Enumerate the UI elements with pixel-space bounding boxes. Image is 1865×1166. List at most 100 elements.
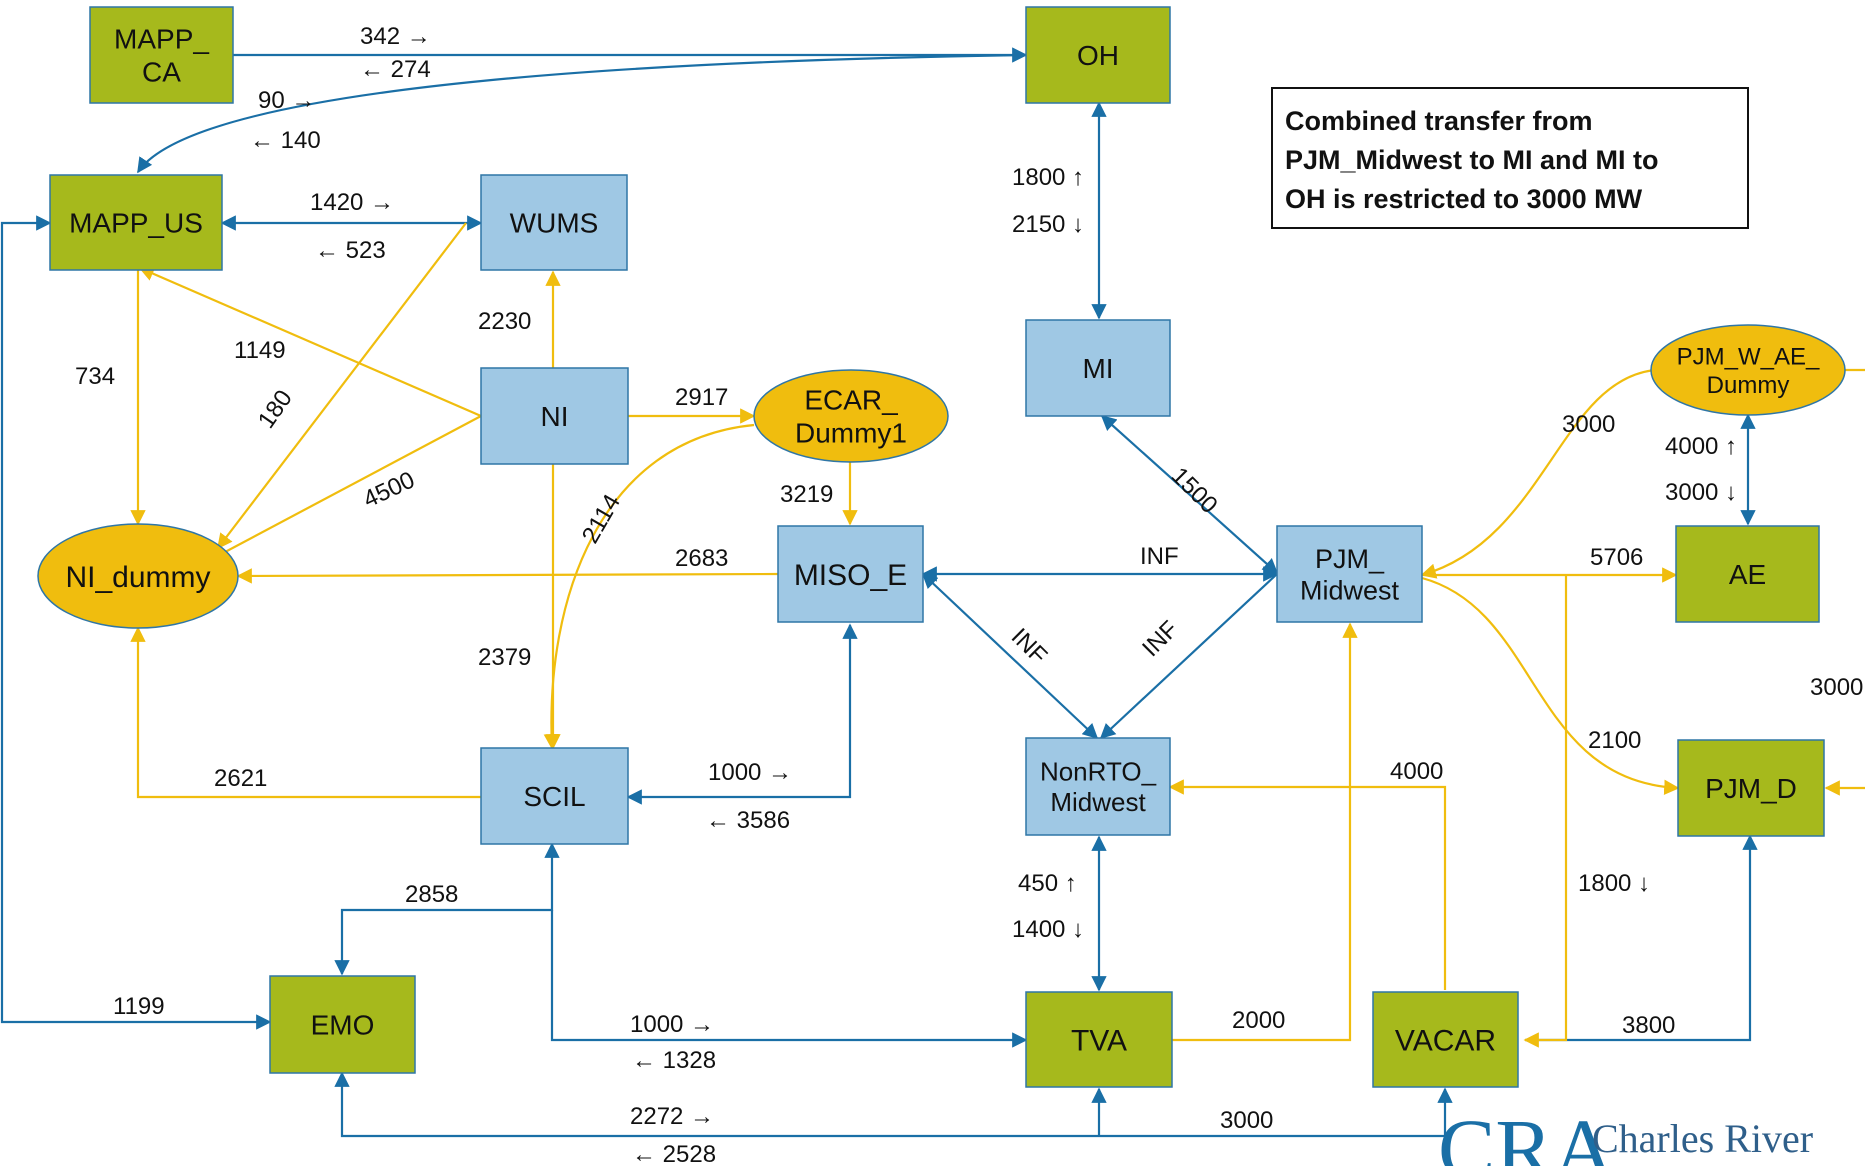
edge-miso-nidummy xyxy=(236,568,779,584)
edges-blue xyxy=(0,47,1758,1138)
edge-label-tva-vacar: 3000 xyxy=(1220,1107,1273,1134)
edge-label-nonrto-tva-up: 450 ↑ xyxy=(1018,870,1077,897)
edge-label-oh-mappus-rev: ← 140 xyxy=(250,127,321,154)
logo-name: Charles River xyxy=(1592,1116,1813,1161)
edge-scil-miso xyxy=(626,623,858,805)
edge-mi-pjm xyxy=(1100,414,1279,575)
node-pjm-midwest: PJM_Midwest xyxy=(1276,525,1423,623)
edge-label-pjmwae-ae-up: 4000 ↑ xyxy=(1665,433,1737,460)
edge-label-mappca-oh-rev: ← 274 xyxy=(360,56,431,83)
edge-wums-nidummy xyxy=(217,222,467,550)
node-wums: WUMS xyxy=(480,174,628,271)
node-label: PJM_W_AE_ xyxy=(1677,343,1820,370)
edge-scil-emo xyxy=(334,842,560,976)
edge-label-scil-tva-fwd: 1000 → xyxy=(630,1011,714,1038)
edge-ni-mappus xyxy=(138,266,482,418)
node-label: VACAR xyxy=(1395,1024,1496,1057)
note-line-2: PJM_Midwest to MI and MI to xyxy=(1285,145,1659,175)
edge-label-mi-pjm: 1500 xyxy=(1166,462,1223,519)
node-ni-dummy: NI_dummy xyxy=(37,523,239,629)
node-mi: MI xyxy=(1025,319,1171,417)
edge-tva-pjm xyxy=(1172,622,1358,1042)
node-label: WUMS xyxy=(510,208,599,239)
edge-label-miso-nonrto: INF xyxy=(1006,623,1052,669)
edge-label-emo-tva-fwd: 2272 → xyxy=(630,1103,714,1130)
node-nonrto-midwest: NonRTO_Midwest xyxy=(1025,737,1171,836)
node-label: SCIL xyxy=(523,781,585,812)
node-label: MAPP_US xyxy=(69,208,203,239)
note-line-3: OH is restricted to 3000 MW xyxy=(1285,184,1643,214)
edge-label-emo-tva-rev: ← 2528 xyxy=(632,1141,716,1166)
edge-label-mappca-oh-fwd: 342 → xyxy=(360,23,431,50)
edge-label-vacar-nonrto: 4000 xyxy=(1390,758,1443,785)
edge-ni-nidummy xyxy=(208,415,482,561)
edge-emo-tva-vacar xyxy=(334,1071,1453,1138)
node-label: Dummy1 xyxy=(795,418,907,449)
node-label: MAPP_ xyxy=(114,24,209,55)
edge-label-pjm-pjmd: 2100 xyxy=(1588,727,1641,754)
edge-label-pjmwae-pjm: 3000 xyxy=(1562,411,1615,438)
edge-label-tva-pjm: 2000 xyxy=(1232,1007,1285,1034)
edge-pjm-vacar xyxy=(1523,575,1568,1048)
node-emo: EMO xyxy=(269,975,416,1074)
node-label: TVA xyxy=(1071,1024,1127,1057)
node-label: NonRTO_ xyxy=(1040,757,1157,787)
edge-ecar-scil xyxy=(543,423,755,750)
edge-label-ni-nidummy: 4500 xyxy=(359,466,419,513)
edge-label-scil-miso-rev: ← 3586 xyxy=(706,807,790,834)
node-oh: OH xyxy=(1025,6,1171,104)
edges-yellow xyxy=(130,222,1865,1048)
node-label: EMO xyxy=(311,1010,375,1041)
node-label: NI_dummy xyxy=(65,561,210,594)
edge-label-oh-mi-up: 1800 ↑ xyxy=(1012,164,1084,191)
node-ecar-dummy1: ECAR_Dummy1 xyxy=(753,369,949,463)
edge-label-ni-wums: 2230 xyxy=(478,308,531,335)
edge-label-miso-pjm: INF xyxy=(1140,543,1179,570)
node-mapp-us: MAPP_US xyxy=(49,174,223,271)
company-logo: CRA Charles River xyxy=(1438,1101,1813,1166)
node-ni: NI xyxy=(480,367,629,465)
note-box: Combined transfer from PJM_Midwest to MI… xyxy=(1271,87,1749,229)
edge-pjmwae-pjm xyxy=(1420,368,1656,579)
edge-label-ecar-miso: 3219 xyxy=(780,481,833,508)
edge-pjm-pjmd xyxy=(1421,576,1680,795)
edge-mappus-emo xyxy=(0,215,272,1030)
node-label: OH xyxy=(1077,40,1119,71)
node-ae: AE xyxy=(1675,525,1820,623)
edge-label-mappus-emo: 1199 xyxy=(113,993,165,1020)
nodes: MAPP_CA OH MAPP_US WUMS MI NI ECAR_Dummy1 PJM_W… xyxy=(37,6,1846,1088)
node-pjm-w-ae-dummy: PJM_W_AE_Dummy xyxy=(1650,324,1846,416)
edge-label-miso-nidummy: 2683 xyxy=(675,545,728,572)
edge-label-wums-nidummy: 180 xyxy=(253,385,298,433)
edge-label-mappus-wums-rev: ← 523 xyxy=(315,237,386,264)
node-label: PJM_ xyxy=(1315,544,1385,574)
node-label: Midwest xyxy=(1050,787,1146,817)
edge-label-mappus-nidummy: 734 xyxy=(75,363,115,390)
edge-label-oh-mi-down: 2150 ↓ xyxy=(1012,211,1084,238)
edge-scil-nidummy xyxy=(130,626,481,799)
edge-label-oh-mappus-fwd: 90 → xyxy=(258,87,315,114)
node-miso-e: MISO_E xyxy=(777,525,924,623)
node-label: MISO_E xyxy=(794,559,907,592)
node-pjm-d: PJM_D xyxy=(1677,739,1825,837)
edge-label-pjm-nonrto: INF xyxy=(1137,616,1183,662)
node-mapp-ca: MAPP_CA xyxy=(89,6,234,104)
edge-label-pjmwae-ae-down: 3000 ↓ xyxy=(1665,479,1737,506)
edge-vacar-pjmd xyxy=(1525,834,1758,1042)
node-label: NI xyxy=(541,401,569,432)
edge-scil-tva xyxy=(550,910,1028,1048)
edge-label-scil-tva-rev: ← 1328 xyxy=(632,1047,716,1074)
edge-label-ni-ecar: 2917 xyxy=(675,384,728,411)
edge-label-ni-mappus: 1149 xyxy=(234,337,286,364)
edge-label-pjm-vacar: 1800 ↓ xyxy=(1578,870,1650,897)
note-line-1: Combined transfer from xyxy=(1285,106,1593,136)
node-scil: SCIL xyxy=(480,747,629,845)
edge-label-scil-miso-fwd: 1000 → xyxy=(708,759,792,786)
edge-label-right-edge: 3000 xyxy=(1810,674,1863,701)
edge-oh-mappus xyxy=(137,53,1027,174)
node-label: ECAR_ xyxy=(804,385,898,416)
edge-miso-nonrto xyxy=(921,572,1099,740)
edge-pjm-nonrto xyxy=(1099,573,1278,740)
